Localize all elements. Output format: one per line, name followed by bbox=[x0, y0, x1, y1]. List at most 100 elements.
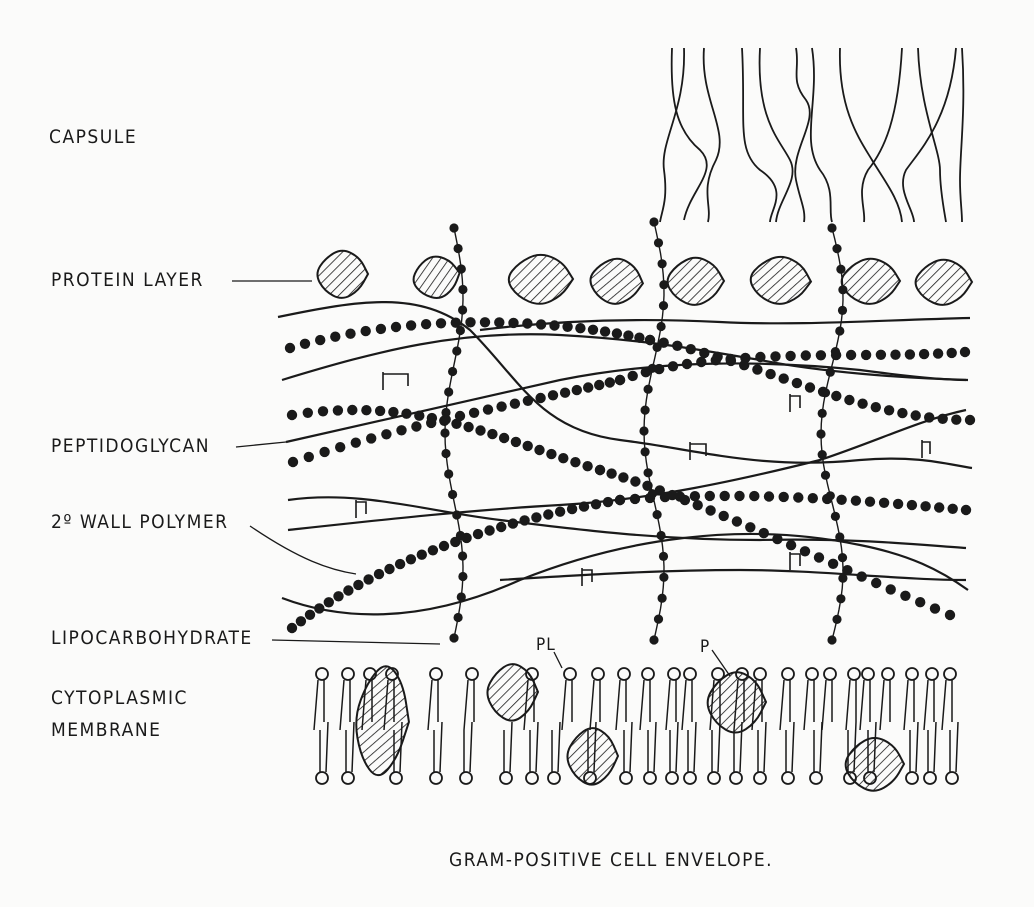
figure-title: GRAM-POSITIVE CELL ENVELOPE. bbox=[449, 851, 773, 870]
lipocarbohydrate-bead bbox=[831, 347, 840, 356]
phospholipid-tail bbox=[340, 680, 350, 730]
phospholipid-tail bbox=[314, 680, 324, 730]
glycan-bead bbox=[765, 369, 775, 379]
glycan-bead bbox=[615, 375, 625, 385]
glycan-bead bbox=[831, 391, 841, 401]
glycan-bead bbox=[711, 355, 721, 365]
wall-polymer-bead bbox=[395, 559, 405, 569]
glycan-bead bbox=[570, 457, 580, 467]
lipocarbohydrate-bead bbox=[458, 572, 467, 581]
capsule-fiber bbox=[840, 48, 902, 222]
phospholipid-head bbox=[460, 772, 472, 784]
phospholipid-head bbox=[926, 668, 938, 680]
phospholipid-tail bbox=[670, 722, 678, 772]
glycan-bead bbox=[919, 349, 929, 359]
phospholipid-tail bbox=[648, 722, 656, 772]
phospholipid-tail bbox=[786, 722, 794, 772]
label-membrane-protein: P bbox=[700, 639, 710, 656]
label-lipocarbohydrate: LIPOCARBOHYDRATE bbox=[51, 629, 253, 648]
phospholipid-tail bbox=[590, 680, 600, 730]
phospholipid-tail bbox=[320, 722, 328, 772]
lipocarbohydrate-bead bbox=[658, 259, 667, 268]
surface-protein bbox=[410, 253, 463, 302]
glycan-bead bbox=[805, 382, 815, 392]
lipocarbohydrate-bead bbox=[826, 368, 835, 377]
glycan-bead bbox=[618, 472, 628, 482]
lipocarbohydrate-bead bbox=[836, 265, 845, 274]
glycan-bead bbox=[886, 584, 896, 594]
glycan-bead bbox=[924, 412, 934, 422]
glycan-bead bbox=[630, 476, 640, 486]
phospholipid-tail bbox=[688, 722, 696, 772]
wall-polymer-bead bbox=[734, 491, 744, 501]
wall-polymer-bead bbox=[630, 494, 640, 504]
glycan-bead bbox=[487, 429, 497, 439]
phospholipid-tail bbox=[924, 680, 934, 730]
wall-polymer-bead bbox=[961, 505, 971, 515]
wall-polymer-bead bbox=[851, 496, 861, 506]
phospholipid-head bbox=[666, 772, 678, 784]
phospholipid-head bbox=[316, 772, 328, 784]
phospholipid-head bbox=[390, 772, 402, 784]
phospholipid-tail bbox=[562, 680, 572, 730]
phospholipid-head bbox=[642, 668, 654, 680]
phospholipid-head bbox=[342, 772, 354, 784]
lipocarbohydrate-bead bbox=[838, 285, 847, 294]
phospholipid-tail bbox=[880, 680, 890, 730]
glycan-bead bbox=[871, 578, 881, 588]
lipocarbohydrate-bead bbox=[657, 322, 666, 331]
wall-polymer-bead bbox=[531, 512, 541, 522]
lipocarbohydrate-bead bbox=[648, 364, 657, 373]
glycan-bead bbox=[315, 335, 325, 345]
lipocarbohydrate-bead bbox=[452, 346, 461, 355]
glycan-bead bbox=[876, 350, 886, 360]
phospholipid-tail bbox=[780, 680, 790, 730]
glycan-bead bbox=[759, 528, 769, 538]
glycan-bead bbox=[562, 322, 572, 332]
phospholipid-tail bbox=[928, 722, 936, 772]
glycan-bead bbox=[951, 415, 961, 425]
wall-polymer-bead bbox=[473, 529, 483, 539]
glycan-bead bbox=[595, 465, 605, 475]
phospholipid-head bbox=[592, 668, 604, 680]
phospholipid-head bbox=[526, 772, 538, 784]
wall-polymer-bead bbox=[296, 616, 306, 626]
glycan-bead bbox=[475, 425, 485, 435]
lipocarbohydrate-bead bbox=[444, 469, 453, 478]
wall-polymer-bead bbox=[428, 545, 438, 555]
wall-polymer-bead bbox=[920, 501, 930, 511]
glycan-bead bbox=[800, 546, 810, 556]
lipocarbohydrate-bead bbox=[449, 633, 458, 642]
wall-polymer-bead bbox=[484, 525, 494, 535]
glycan-bead bbox=[693, 500, 703, 510]
lipocarbohydrate-bead bbox=[657, 531, 666, 540]
phospholipid-tail bbox=[552, 722, 560, 772]
wall-polymer-bead bbox=[660, 492, 670, 502]
wall-polymer-bead bbox=[439, 541, 449, 551]
wall-polymer-bead bbox=[603, 497, 613, 507]
phospholipid-tail bbox=[346, 722, 354, 772]
phospholipid-tail bbox=[666, 680, 676, 730]
glycan-bead bbox=[406, 320, 416, 330]
phospholipid-head bbox=[618, 668, 630, 680]
leader-line bbox=[272, 640, 440, 644]
surface-protein bbox=[509, 255, 573, 304]
phospholipid-head bbox=[906, 772, 918, 784]
glycan-bead bbox=[510, 399, 520, 409]
peptidoglycan-strands bbox=[278, 302, 972, 614]
surface-protein bbox=[317, 251, 368, 298]
lipocarbohydrate-bead bbox=[649, 217, 658, 226]
glycan-bead bbox=[523, 396, 533, 406]
phospholipid-tail bbox=[464, 722, 472, 772]
membrane-protein bbox=[567, 728, 618, 784]
phospholipid-head bbox=[862, 668, 874, 680]
glycan-bead bbox=[884, 405, 894, 415]
lipocarbohydrate-bead bbox=[456, 326, 465, 335]
wall-polymer-bead bbox=[720, 491, 730, 501]
lipocarbohydrate-bead bbox=[818, 450, 827, 459]
glycan-bead bbox=[705, 505, 715, 515]
wall-polymer-bead bbox=[333, 591, 343, 601]
glycan-bead bbox=[511, 437, 521, 447]
glycan-bead bbox=[388, 407, 398, 417]
lipocarbohydrate-bead bbox=[838, 574, 847, 583]
